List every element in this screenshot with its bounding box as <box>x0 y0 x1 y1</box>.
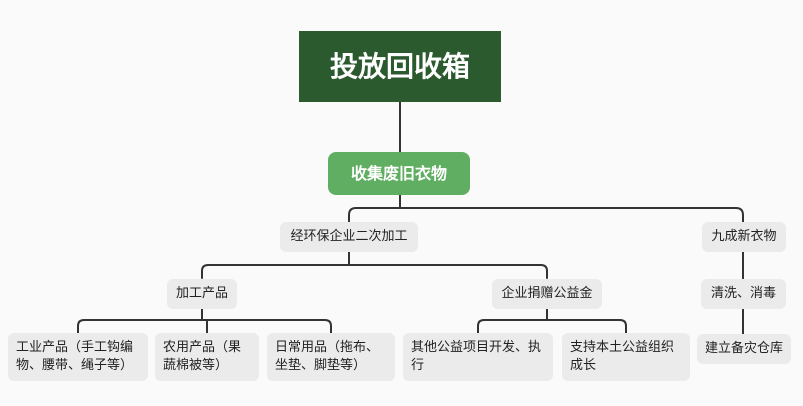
store-node[interactable]: 建立备灾仓库 <box>697 334 791 364</box>
new-clothes-label: 九成新衣物 <box>711 229 777 244</box>
process-label: 加工产品 <box>175 286 228 301</box>
leaf-other-projects[interactable]: 其他公益项目开发、执行 <box>403 333 553 381</box>
store-label: 建立备灾仓库 <box>704 341 783 356</box>
leaf-local-support[interactable]: 支持本土公益组织成长 <box>562 333 690 381</box>
root-title: 投放回收箱 <box>329 49 470 83</box>
main-title: 收集废旧衣物 <box>350 163 447 183</box>
leaf-agricultural[interactable]: 农用产品（果蔬棉被等） <box>155 333 259 381</box>
process-node[interactable]: 加工产品 <box>167 279 237 309</box>
leaf-industrial-text: 工业产品（手工钩编物、腰带、绳子等） <box>16 340 134 373</box>
leaf-daily-text: 日常用品（拖布、坐垫、脚垫等） <box>275 340 380 373</box>
wash-node[interactable]: 清洗、消毒 <box>701 279 786 309</box>
root-node[interactable]: 投放回收箱 <box>299 31 501 102</box>
line-process-bracket <box>77 319 332 334</box>
new-clothes-node[interactable]: 九成新衣物 <box>702 222 786 252</box>
line-recycle-bracket <box>201 264 548 279</box>
recycle-branch-node[interactable]: 经环保企业二次加工 <box>280 222 418 252</box>
main-node[interactable]: 收集废旧衣物 <box>328 152 470 195</box>
leaf-daily[interactable]: 日常用品（拖布、坐垫、脚垫等） <box>267 333 395 381</box>
recycle-branch-label: 经环保企业二次加工 <box>290 229 408 244</box>
donate-node[interactable]: 企业捐赠公益金 <box>492 279 602 309</box>
line-branch-bracket <box>348 207 744 223</box>
leaf-local-support-text: 支持本土公益组织成长 <box>570 340 675 373</box>
leaf-agricultural-text: 农用产品（果蔬棉被等） <box>163 340 242 373</box>
line-donate-bracket <box>477 319 627 334</box>
leaf-other-projects-text: 其他公益项目开发、执行 <box>411 340 542 373</box>
leaf-industrial[interactable]: 工业产品（手工钩编物、腰带、绳子等） <box>8 333 148 381</box>
wash-label: 清洗、消毒 <box>710 286 776 301</box>
donate-label: 企业捐赠公益金 <box>501 286 593 301</box>
